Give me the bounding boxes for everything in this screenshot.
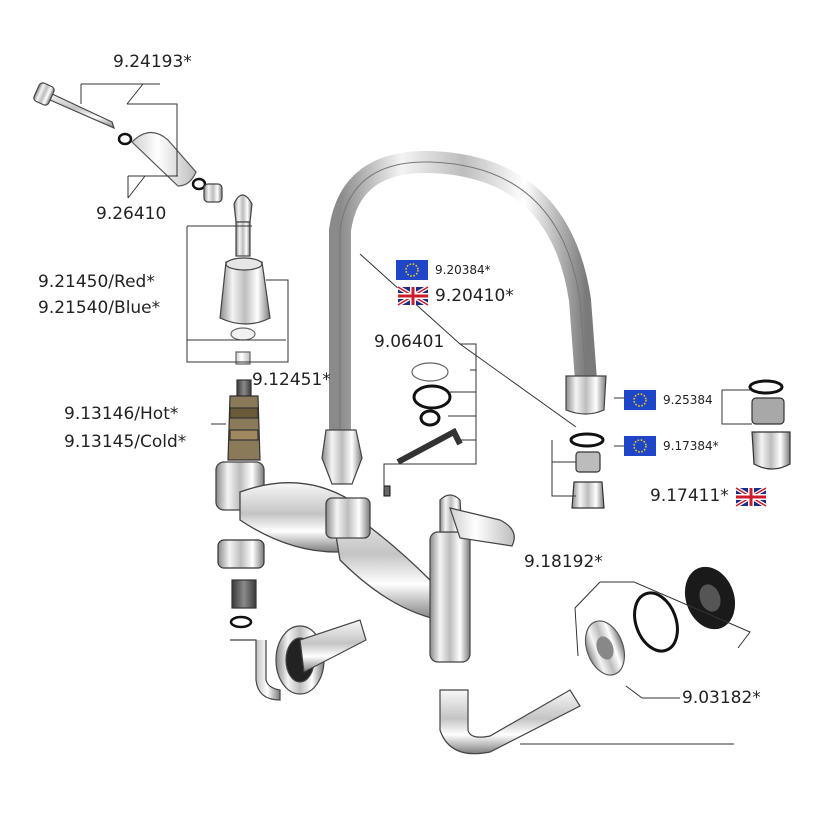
part-label-lever-handle: 9.26410	[96, 204, 167, 224]
part-label-aerator-eu: 9.20384*	[435, 263, 491, 277]
eu-flag-icon	[624, 390, 656, 410]
gooseneck-spout-drawing	[329, 150, 597, 451]
part-label-shroud-blue: 9.21540/Blue*	[38, 298, 161, 318]
part-label-aerator-uk: 9.20410*	[435, 286, 514, 306]
right-elbow-pipe-drawing	[439, 689, 581, 755]
lever-adapter-drawing	[203, 183, 223, 203]
part-label-spout-nozzle-uk: 9.17411*	[650, 486, 729, 506]
eu-flag-icon	[624, 436, 656, 456]
uk-flag-icon	[396, 285, 430, 307]
leader-lines	[80, 83, 752, 745]
right-valve-drawing	[429, 494, 515, 663]
lever-handle-drawing	[131, 131, 197, 187]
shroud-ring-drawing	[230, 327, 256, 365]
left-nut-drawing	[217, 539, 265, 629]
spout-base-drawing	[321, 429, 363, 485]
part-label-wall-flange: 9.03182*	[682, 688, 761, 708]
aerator-parts-drawing	[569, 432, 605, 509]
part-label-spout-nozzle-eu: 9.17384*	[663, 439, 719, 453]
part-label-shroud-red: 9.21450/Red*	[38, 272, 155, 292]
eu-aerator-parts-drawing	[748, 379, 791, 470]
o-ring-small-2-drawing	[191, 177, 207, 191]
lever-screw-drawing	[33, 82, 115, 130]
part-label-lever-screw: 9.24193*	[113, 52, 192, 72]
spindle-extension-drawing	[233, 194, 253, 257]
eu-flag-icon	[396, 260, 428, 280]
spout-tip-drawing	[565, 375, 607, 415]
part-label-cartridge-hot: 9.13146/Hot*	[64, 404, 179, 424]
washer-set-drawing	[584, 566, 736, 676]
part-label-cartridge-cold: 9.13145/Cold*	[64, 432, 187, 452]
cartridge-drawing	[227, 379, 261, 461]
part-label-shroud-ring: 9.12451*	[252, 370, 331, 390]
part-label-spout-aerator-eu: 9.25384	[663, 393, 713, 407]
left-elbow-pipe-drawing	[230, 619, 367, 701]
part-label-seal-kit: 9.06401	[374, 332, 445, 352]
o-ring-small-1-drawing	[117, 132, 133, 146]
mixer-body-drawing	[215, 461, 441, 621]
part-label-washer-set: 9.18192*	[524, 552, 603, 572]
uk-flag-icon	[734, 486, 768, 508]
headwork-shroud-drawing	[219, 257, 271, 325]
seal-kit-drawing	[383, 362, 463, 497]
